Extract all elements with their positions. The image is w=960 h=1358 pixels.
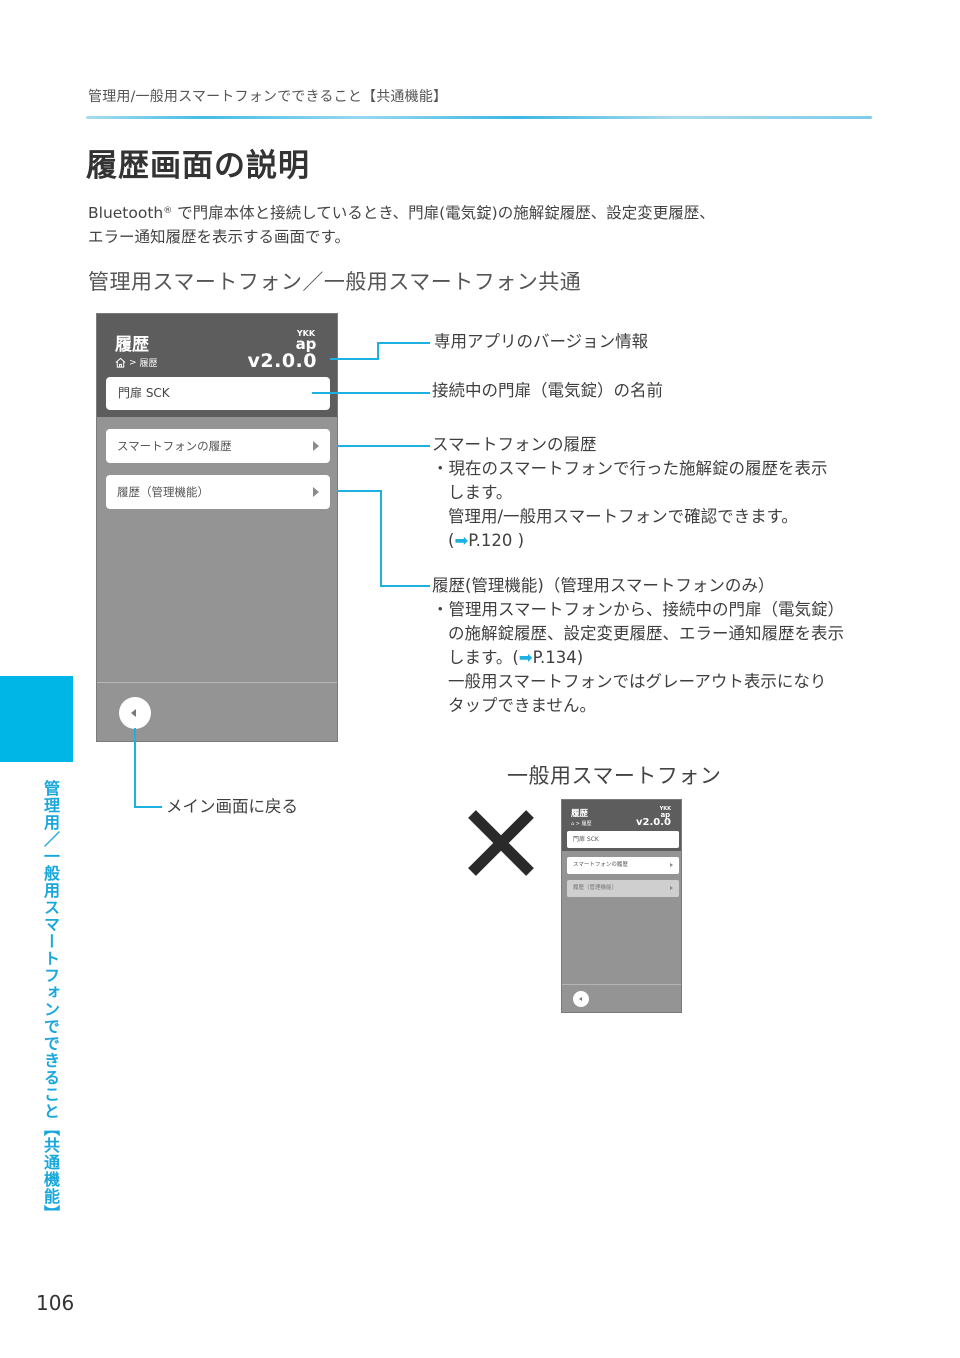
back-button[interactable] — [119, 697, 151, 729]
ref-page: P.120 ) — [468, 531, 525, 550]
door-name-field: 門扉 SCK — [106, 377, 330, 410]
intro-line1: で門扉本体と接続しているとき、門扉(電気錠)の施解錠履歴、設定変更履歴、 — [172, 204, 715, 222]
back-button[interactable] — [573, 991, 589, 1007]
menu-item-label: スマートフォンの履歴 — [573, 862, 628, 868]
menu-item-admin-history[interactable]: 履歴（管理機能） — [106, 475, 330, 509]
header-divider — [86, 116, 872, 119]
door-name-field: 門扉 SCK — [567, 831, 679, 848]
side-tab-text: 管理用／一般用スマートフォンでできること【共通機能】 — [41, 780, 60, 1222]
callout-line: 管理用/一般用スマートフォンで確認できます。 — [448, 507, 798, 526]
callout-line: します。 — [448, 483, 513, 502]
menu-item-admin-history-disabled: 履歴（管理機能） — [567, 880, 679, 897]
callout-bullet: ・現在のスマートフォンで行った施解錠の履歴を表示 — [432, 459, 828, 478]
connector-line — [380, 585, 430, 587]
breadcrumb-current: 履歴 — [139, 359, 158, 369]
page-title: 履歴画面の説明 — [86, 148, 310, 184]
callout-door-name: 接続中の門扉（電気錠）の名前 — [432, 381, 663, 400]
page-reference[interactable]: します。(➡P.134) — [432, 646, 844, 670]
screen-title: 履歴 — [571, 809, 589, 819]
callout-back: メイン画面に戻る — [166, 797, 298, 816]
menu-item-smartphone-history[interactable]: スマートフォンの履歴 — [106, 429, 330, 463]
connector-line — [337, 490, 382, 492]
footer-divider — [97, 682, 337, 683]
logo-top: YKK — [296, 329, 316, 338]
phone-header: 履歴 ⌂ > 履歴 YKK ap v2.0.0 門扉 SCK — [562, 800, 681, 851]
callout-bullet: ・管理用スマートフォンから、接続中の門扉（電気錠） — [432, 600, 845, 619]
callout-heading: スマートフォンの履歴 — [432, 435, 597, 454]
chevron-right-icon — [670, 886, 673, 890]
ref-prefix: します。( — [448, 648, 519, 667]
version-label: v2.0.0 — [247, 350, 317, 372]
breadcrumb: > 履歴 — [115, 356, 158, 369]
connector-line — [134, 728, 136, 808]
menu-item-smartphone-history[interactable]: スマートフォンの履歴 — [567, 857, 679, 874]
page-number: 106 — [36, 1291, 75, 1315]
callout-line: 一般用スマートフォンではグレーアウト表示になり — [448, 672, 827, 691]
registered-mark: ® — [163, 206, 173, 216]
connector-line — [312, 392, 430, 394]
callout-smartphone-history: スマートフォンの履歴 ・現在のスマートフォンで行った施解錠の履歴を表示 します。… — [432, 433, 828, 553]
menu-item-label: 履歴（管理機能） — [573, 885, 618, 891]
ref-paren: ( — [448, 531, 455, 550]
page-reference[interactable]: (➡P.120 ) — [432, 529, 828, 553]
breadcrumb: ⌂ > 履歴 — [571, 821, 592, 827]
logo-bottom: ap — [295, 335, 317, 353]
arrow-right-icon: ➡ — [518, 648, 533, 667]
menu-item-label: 履歴（管理機能） — [117, 485, 209, 499]
version-label: v2.0.0 — [636, 817, 671, 828]
side-tab-block — [0, 676, 73, 762]
connector-line — [377, 342, 430, 344]
screen-title: 履歴 — [115, 335, 149, 355]
logo-top: YKK — [659, 806, 671, 812]
connector-line — [134, 806, 162, 808]
breadcrumb-separator: > — [129, 357, 137, 368]
general-phone-mockup: 履歴 ⌂ > 履歴 YKK ap v2.0.0 門扉 SCK スマートフォンの履… — [561, 799, 682, 1013]
intro-text: Bluetooth® で門扉本体と接続しているとき、門扉(電気錠)の施解錠履歴、… — [88, 201, 715, 249]
running-header: 管理用/一般用スマートフォンでできること【共通機能】 — [88, 89, 448, 105]
ykk-ap-logo: YKK ap — [659, 806, 671, 819]
ykk-ap-logo: YKK ap — [295, 329, 317, 353]
phone-screen-mockup: 履歴 > 履歴 YKK ap v2.0.0 門扉 SCK スマートフォンの履歴 … — [96, 313, 338, 742]
callout-admin-history: 履歴(管理機能)（管理用スマートフォンのみ） ・管理用スマートフォンから、接続中… — [432, 574, 844, 718]
chevron-right-icon — [313, 441, 319, 451]
chevron-right-icon — [670, 863, 673, 867]
chevron-right-icon — [313, 487, 319, 497]
ref-page: P.134) — [532, 648, 584, 667]
connector-line — [377, 342, 379, 360]
phone-header: 履歴 > 履歴 YKK ap v2.0.0 門扉 SCK — [97, 314, 337, 417]
callout-heading: 履歴(管理機能)（管理用スマートフォンのみ） — [432, 576, 775, 595]
section-title: 管理用スマートフォン／一般用スマートフォン共通 — [88, 270, 582, 294]
callout-line: の施解錠履歴、設定変更履歴、エラー通知履歴を表示 — [448, 624, 844, 643]
connector-line — [380, 490, 382, 587]
cross-icon — [468, 810, 534, 876]
arrow-right-icon: ➡ — [454, 531, 469, 550]
home-icon[interactable] — [115, 357, 126, 368]
logo-bottom: ap — [660, 811, 671, 819]
menu-item-label: スマートフォンの履歴 — [117, 439, 232, 453]
general-phone-title: 一般用スマートフォン — [507, 764, 722, 788]
connector-line — [330, 358, 378, 360]
intro-line2: エラー通知履歴を表示する画面です。 — [88, 228, 350, 246]
footer-divider — [562, 984, 681, 985]
callout-line: タップできません。 — [448, 696, 597, 715]
callout-version: 専用アプリのバージョン情報 — [434, 332, 649, 351]
intro-bluetooth: Bluetooth — [88, 204, 164, 222]
connector-line — [337, 445, 430, 447]
